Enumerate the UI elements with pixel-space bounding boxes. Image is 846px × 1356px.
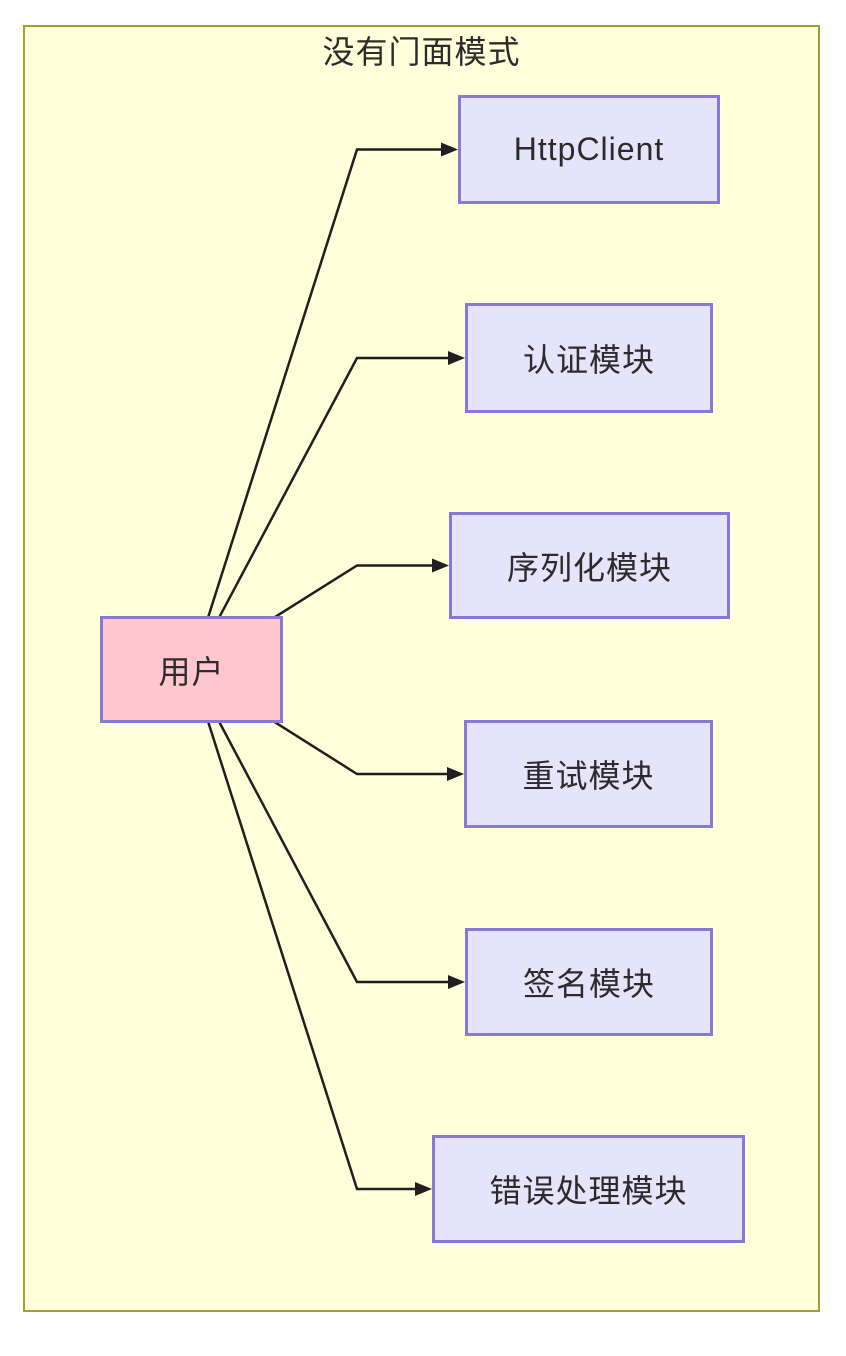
edge-user-to-error xyxy=(190,669,417,1191)
edge-user-to-httpclient xyxy=(190,148,443,670)
node-retry-module: 重试模块 xyxy=(464,720,713,828)
arrowhead-user-to-sign xyxy=(448,975,465,989)
arrowhead-user-to-retry xyxy=(447,767,464,781)
node-user: 用户 xyxy=(100,616,283,723)
arrowhead-user-to-error xyxy=(415,1182,432,1196)
node-serialization-module: 序列化模块 xyxy=(449,512,730,619)
arrowhead-user-to-serialize xyxy=(432,558,449,573)
arrowhead-user-to-auth xyxy=(448,351,465,365)
node-httpclient: HttpClient xyxy=(458,95,720,204)
edge-user-to-sign xyxy=(190,668,450,984)
node-auth-module: 认证模块 xyxy=(465,303,713,413)
node-error-handling-module: 错误处理模块 xyxy=(432,1135,745,1243)
arrowhead-user-to-httpclient xyxy=(441,142,458,157)
node-signature-module: 签名模块 xyxy=(465,928,713,1036)
edge-user-to-auth xyxy=(190,356,450,671)
diagram-title: 没有门面模式 xyxy=(322,34,521,70)
